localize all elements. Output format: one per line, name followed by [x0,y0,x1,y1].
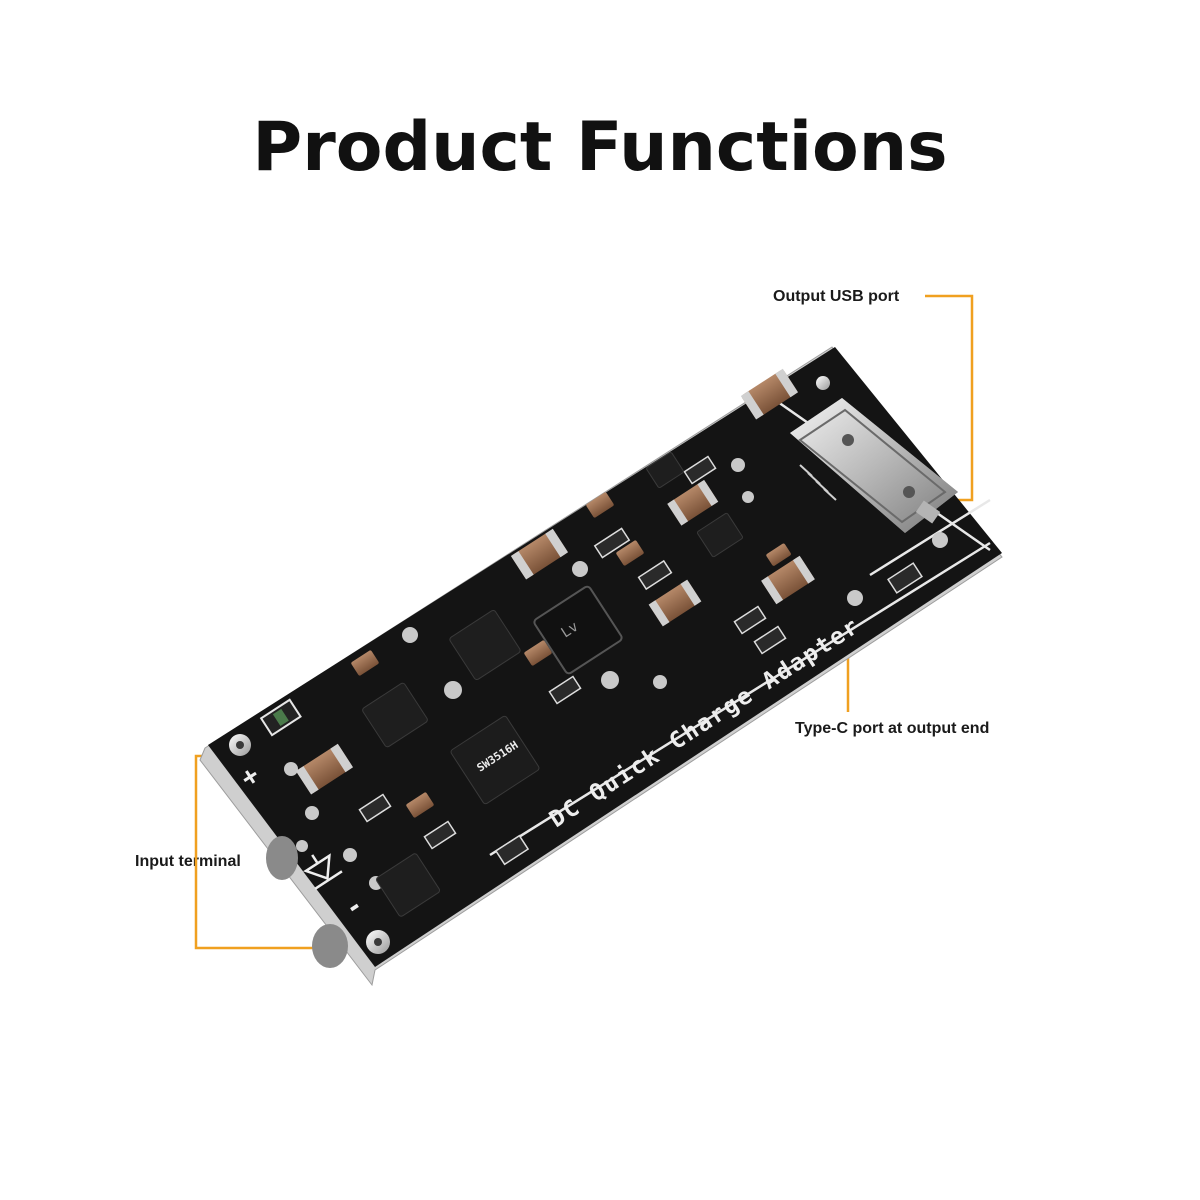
inductor-marking: Lv [558,619,581,642]
inductor [533,585,623,675]
type-c-connector [790,398,958,533]
capacitors [295,368,815,818]
vias [284,458,948,890]
diode-icon [303,853,343,890]
callout-type-c-port: Type-C port at output end [795,720,990,737]
resistors [259,455,923,866]
ic-chips [362,452,743,917]
pcb-board [208,347,1002,967]
standoff-left [266,836,298,880]
standoff-right [312,924,348,968]
callout-output-usb-port: Output USB port [773,288,900,305]
callout-input-terminal: Input terminal [135,853,241,870]
page-title: Product Functions [252,108,948,187]
mounting-pads [229,376,830,954]
